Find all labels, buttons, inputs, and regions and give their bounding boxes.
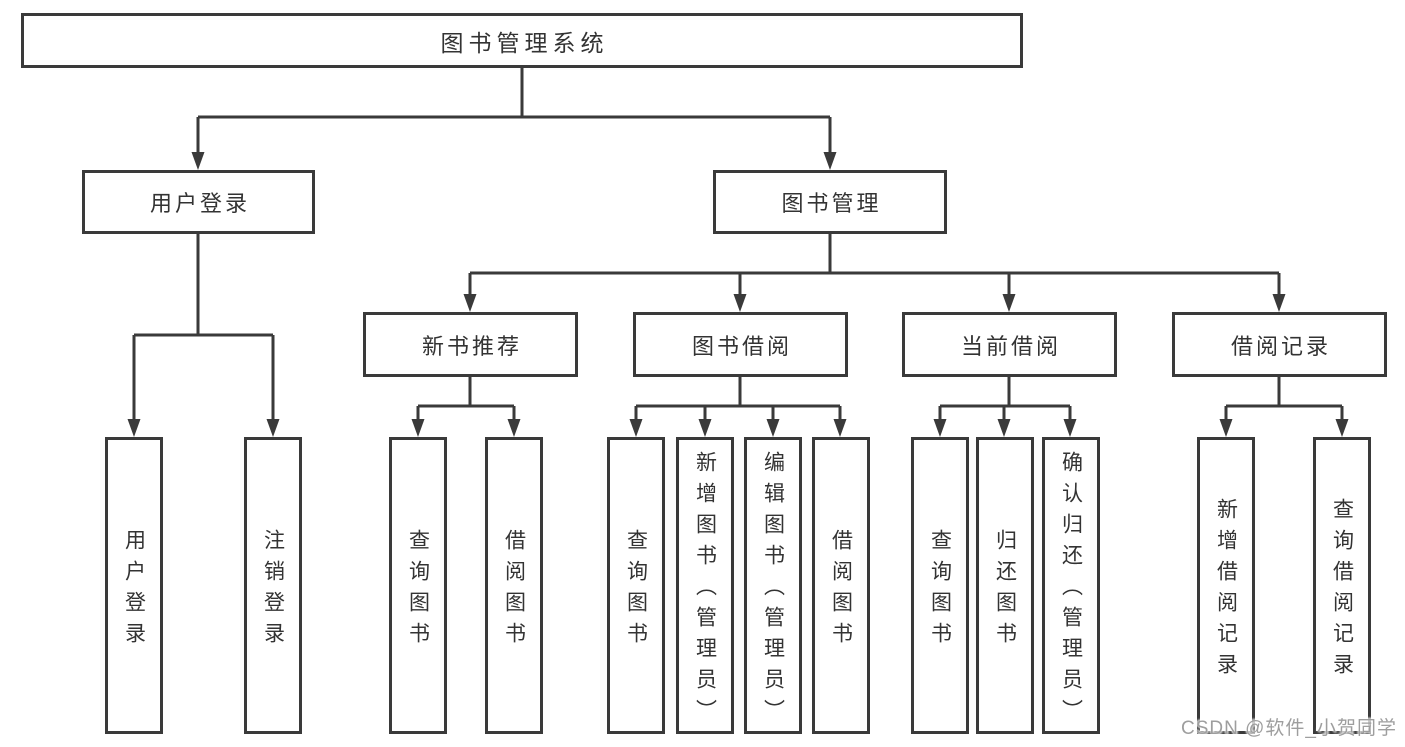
leaf-recommend-borrow-books-label: 借阅图书	[502, 528, 526, 653]
node-borrow-records: 借阅记录	[1172, 312, 1387, 377]
connector-user-login-children	[132, 234, 275, 421]
connector-book-mgmt-children	[468, 234, 1281, 296]
node-root-label: 图书管理系统	[440, 29, 609, 56]
node-borrow-records-label: 借阅记录	[1230, 333, 1331, 359]
connector-borrow-children	[634, 377, 842, 421]
csdn-watermark: CSDN @软件_小贺同学	[1181, 718, 1397, 739]
node-current-borrow: 当前借阅	[902, 312, 1117, 377]
leaf-recommend-query-books: 查询图书	[389, 437, 447, 734]
node-new-book-recommend: 新书推荐	[363, 312, 578, 377]
leaf-edit-books-admin-label: 编辑图书（管理员）	[761, 451, 785, 730]
connector-records-children	[1224, 377, 1344, 421]
leaf-query-borrow-record-label: 查询借阅记录	[1330, 497, 1354, 684]
leaf-confirm-return-admin: 确认归还（管理员）	[1042, 437, 1100, 734]
leaf-add-books-admin: 新增图书（管理员）	[676, 437, 734, 734]
node-current-borrow-label: 当前借阅	[960, 333, 1061, 359]
leaf-current-query-books-label: 查询图书	[928, 528, 952, 653]
connector-recommend-children	[416, 377, 516, 421]
leaf-user-login-label: 用户登录	[122, 528, 146, 653]
leaf-add-borrow-record: 新增借阅记录	[1197, 437, 1255, 734]
connector-root-to-level2	[196, 66, 832, 154]
node-new-book-recommend-label: 新书推荐	[421, 333, 522, 359]
leaf-borrow-books: 借阅图书	[812, 437, 870, 734]
leaf-recommend-query-books-label: 查询图书	[406, 528, 430, 653]
leaf-user-login: 用户登录	[105, 437, 163, 734]
leaf-current-query-books: 查询图书	[911, 437, 969, 734]
leaf-query-borrow-record: 查询借阅记录	[1313, 437, 1371, 734]
node-book-management-label: 图书管理	[781, 191, 882, 216]
node-book-borrow: 图书借阅	[633, 312, 848, 377]
leaf-logout-label: 注销登录	[261, 528, 285, 653]
leaf-borrow-query-books: 查询图书	[607, 437, 665, 734]
node-user-login-label: 用户登录	[149, 191, 250, 216]
node-book-management: 图书管理	[713, 170, 947, 234]
leaf-edit-books-admin: 编辑图书（管理员）	[744, 437, 802, 734]
leaf-borrow-books-label: 借阅图书	[829, 528, 853, 653]
leaf-add-borrow-record-label: 新增借阅记录	[1214, 497, 1238, 684]
leaf-borrow-query-books-label: 查询图书	[624, 528, 648, 653]
node-book-borrow-label: 图书借阅	[691, 333, 792, 359]
leaf-confirm-return-admin-label: 确认归还（管理员）	[1059, 451, 1083, 730]
leaf-add-books-admin-label: 新增图书（管理员）	[693, 451, 717, 730]
leaf-return-books-label: 归还图书	[993, 528, 1017, 653]
connector-current-children	[938, 377, 1072, 421]
node-root: 图书管理系统	[21, 13, 1023, 68]
leaf-return-books: 归还图书	[976, 437, 1034, 734]
leaf-recommend-borrow-books: 借阅图书	[485, 437, 543, 734]
node-user-login: 用户登录	[82, 170, 315, 234]
leaf-logout: 注销登录	[244, 437, 302, 734]
